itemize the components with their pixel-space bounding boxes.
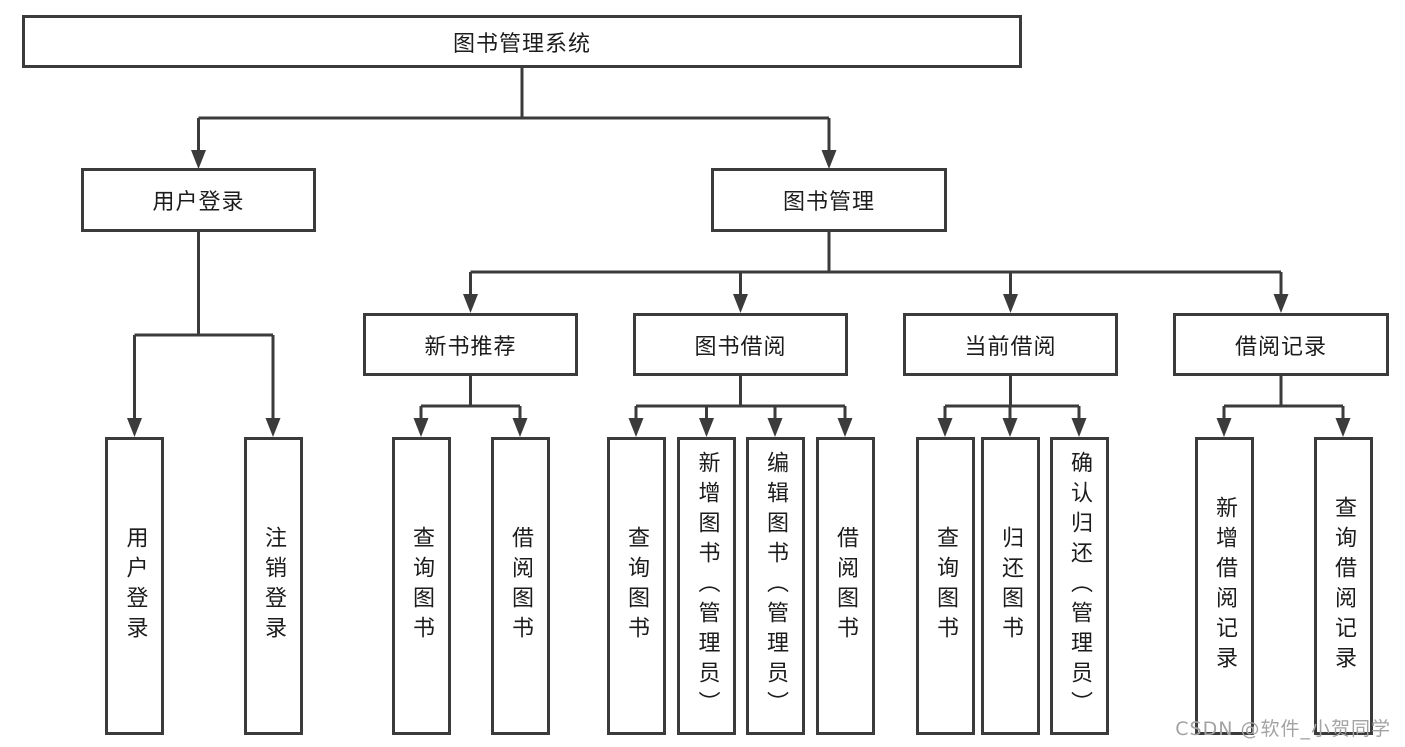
node-borrow-record: 借阅记录 xyxy=(1173,313,1389,376)
node-library-management-system: 图书管理系统 xyxy=(22,15,1022,68)
node-query-books-borrow: 查询图书 xyxy=(606,437,666,735)
node-user-login: 用户登录 xyxy=(81,168,316,232)
node-query-books-current: 查询图书 xyxy=(915,437,975,735)
node-edit-books-admin: 编辑图书（管理员） xyxy=(745,437,805,735)
node-add-books-admin: 新增图书（管理员） xyxy=(677,437,736,735)
node-logout-leaf: 注销登录 xyxy=(243,437,303,735)
node-book-management: 图书管理 xyxy=(711,168,947,232)
node-confirm-return-admin: 确认归还（管理员） xyxy=(1049,437,1109,735)
node-book-borrow: 图书借阅 xyxy=(633,313,848,376)
node-query-books-recommend: 查询图书 xyxy=(391,437,451,735)
node-add-borrow-record: 新增借阅记录 xyxy=(1194,437,1254,735)
node-new-book-recommend: 新书推荐 xyxy=(363,313,578,376)
node-borrow-books-leaf: 借阅图书 xyxy=(815,437,875,735)
node-user-login-leaf: 用户登录 xyxy=(105,437,164,735)
watermark-text: CSDN @软件_小贺同学 xyxy=(1175,718,1391,740)
node-current-borrow: 当前借阅 xyxy=(903,313,1118,376)
node-query-borrow-record: 查询借阅记录 xyxy=(1313,437,1373,735)
node-borrow-books-recommend: 借阅图书 xyxy=(490,437,550,735)
node-return-books: 归还图书 xyxy=(980,437,1040,735)
